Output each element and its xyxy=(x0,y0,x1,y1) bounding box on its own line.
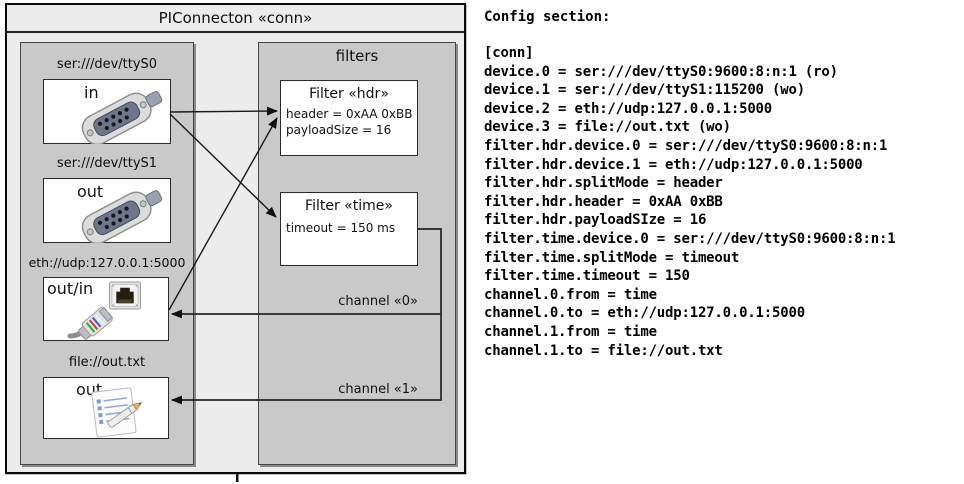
config-line: channel.1.to = file://out.txt xyxy=(484,342,723,359)
config-section: Config section: [conn] device.0 = ser://… xyxy=(484,8,962,360)
device-uri-label-ttys1: ser:///dev/ttyS1 xyxy=(56,156,158,171)
device-direction-label: in xyxy=(84,83,99,102)
config-line: device.2 = eth://udp:127.0.0.1:5000 xyxy=(484,100,773,117)
filters-panel-title: filters xyxy=(335,47,379,65)
config-line: filter.hdr.device.1 = eth://udp:127.0.0.… xyxy=(484,156,863,173)
filter-box-time: Filter «time» timeout = 150 ms xyxy=(280,192,418,266)
device-uri-label-ttys0: ser:///dev/ttyS0 xyxy=(56,57,158,72)
config-line: filter.hdr.device.0 = ser:///dev/ttyS0:9… xyxy=(484,137,888,154)
device-direction-label: out xyxy=(77,182,104,201)
filter-hdr-attr-header: header = 0xAA 0xBB xyxy=(286,107,413,121)
diagram-title: PIConnecton «conn» xyxy=(158,9,313,27)
device-box-file: out xyxy=(43,377,169,439)
notepad-icon xyxy=(91,387,143,438)
title-separator xyxy=(7,31,464,33)
config-heading: Config section: xyxy=(484,9,611,25)
filter-time-attr-timeout: timeout = 150 ms xyxy=(286,221,396,235)
filter-box-hdr: Filter «hdr» header = 0xAA 0xBB payloadS… xyxy=(280,80,418,156)
config-line: device.0 = ser:///dev/ttyS0:9600:8:n:1 (… xyxy=(484,63,838,80)
device-direction-label: out/in xyxy=(47,279,94,298)
config-line: channel.0.from = time xyxy=(484,286,657,303)
ethernet-cable-icon xyxy=(67,306,113,340)
serial-connector-icon xyxy=(81,190,163,243)
config-line: filter.time.device.0 = ser:///dev/ttyS0:… xyxy=(484,230,896,247)
filter-hdr-attr-payloadsize: payloadSize = 16 xyxy=(286,123,392,137)
device-box-ttys1: out xyxy=(43,178,171,243)
config-lines: [conn] device.0 = ser:///dev/ttyS0:9600:… xyxy=(484,44,962,360)
config-line: filter.time.timeout = 150 xyxy=(484,268,690,285)
config-line: filter.time.splitMode = timeout xyxy=(484,249,740,266)
device-uri-label-file: file://out.txt xyxy=(68,355,146,370)
config-line: channel.1.from = time xyxy=(484,323,657,340)
channel-1-label: channel «1» xyxy=(338,382,418,397)
serial-connector-icon xyxy=(81,91,163,144)
config-line: filter.hdr.splitMode = header xyxy=(484,175,723,192)
device-uri-label-eth: eth://udp:127.0.0.1:5000 xyxy=(28,255,186,270)
filter-hdr-title: Filter «hdr» xyxy=(309,86,389,102)
config-line: channel.0.to = eth://udp:127.0.0.1:5000 xyxy=(484,305,805,322)
config-line: device.3 = file://out.txt (wo) xyxy=(484,119,731,136)
bottom-anchor-tick xyxy=(236,474,239,482)
config-line: filter.hdr.header = 0xAA 0xBB xyxy=(484,193,723,210)
config-line: filter.hdr.payloadSIze = 16 xyxy=(484,212,707,229)
filter-time-title: Filter «time» xyxy=(305,198,393,214)
device-box-ttys0: in xyxy=(43,79,171,144)
config-line: [conn] xyxy=(484,45,534,61)
ethernet-port-icon xyxy=(109,281,141,310)
config-line: device.1 = ser:///dev/ttyS1:115200 (wo) xyxy=(484,82,805,99)
channel-0-label: channel «0» xyxy=(338,294,418,309)
device-box-eth: out/in xyxy=(43,277,169,341)
